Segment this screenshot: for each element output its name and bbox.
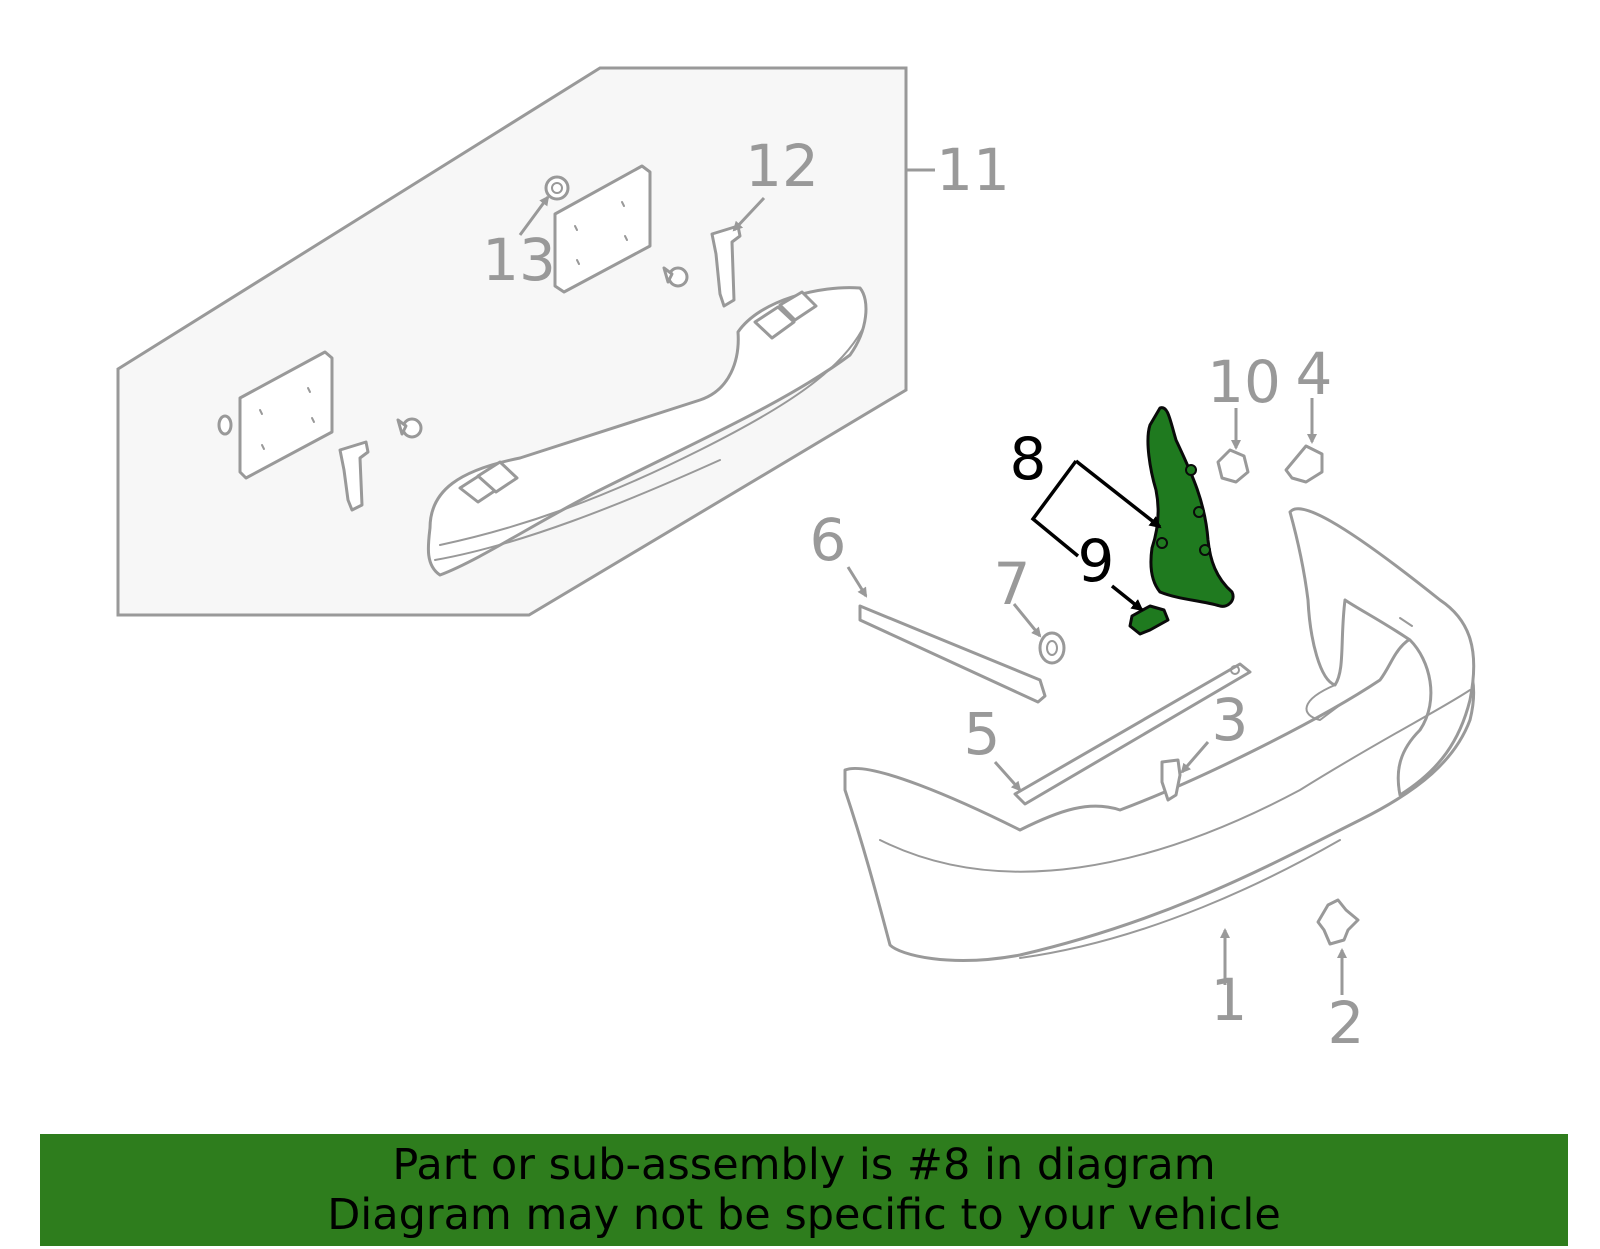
highlighted-part-9 [1128, 604, 1170, 636]
callout-12: 12 [745, 132, 819, 200]
callout-8: 8 [1010, 425, 1047, 493]
clip-part-2 [1316, 898, 1360, 946]
inset-panel [116, 66, 935, 617]
callout-5: 5 [964, 700, 1001, 768]
callout-10: 10 [1207, 348, 1281, 416]
impact-bar-part [426, 286, 868, 577]
strip-part-6 [858, 604, 1047, 704]
banner-line-disclaimer: Diagram may not be specific to your vehi… [327, 1190, 1281, 1240]
bracket-plate-right [553, 164, 652, 294]
retainer-part-4 [1284, 444, 1324, 484]
bracket-plate-left [217, 350, 334, 480]
nut-part-10 [1216, 448, 1250, 484]
callout-4: 4 [1296, 340, 1333, 408]
callout-11: 11 [936, 136, 1010, 204]
callout-2: 2 [1328, 989, 1365, 1057]
inset-hardware [338, 175, 742, 512]
bracket-part-5 [1013, 662, 1252, 806]
clip-part-3 [1160, 758, 1182, 802]
callout-3: 3 [1212, 686, 1249, 754]
callout-7: 7 [994, 550, 1031, 618]
bumper-cover-part [843, 507, 1476, 962]
callout-9: 9 [1078, 527, 1115, 595]
callout-13: 13 [482, 226, 556, 294]
callout-6: 6 [810, 506, 847, 574]
highlighted-part-8 [1146, 406, 1235, 608]
info-banner: Part or sub-assembly is #8 in diagram Di… [40, 1134, 1568, 1246]
grommet-part-7 [1038, 631, 1066, 665]
callout-1: 1 [1211, 966, 1248, 1034]
banner-line-part: Part or sub-assembly is #8 in diagram [392, 1140, 1216, 1190]
